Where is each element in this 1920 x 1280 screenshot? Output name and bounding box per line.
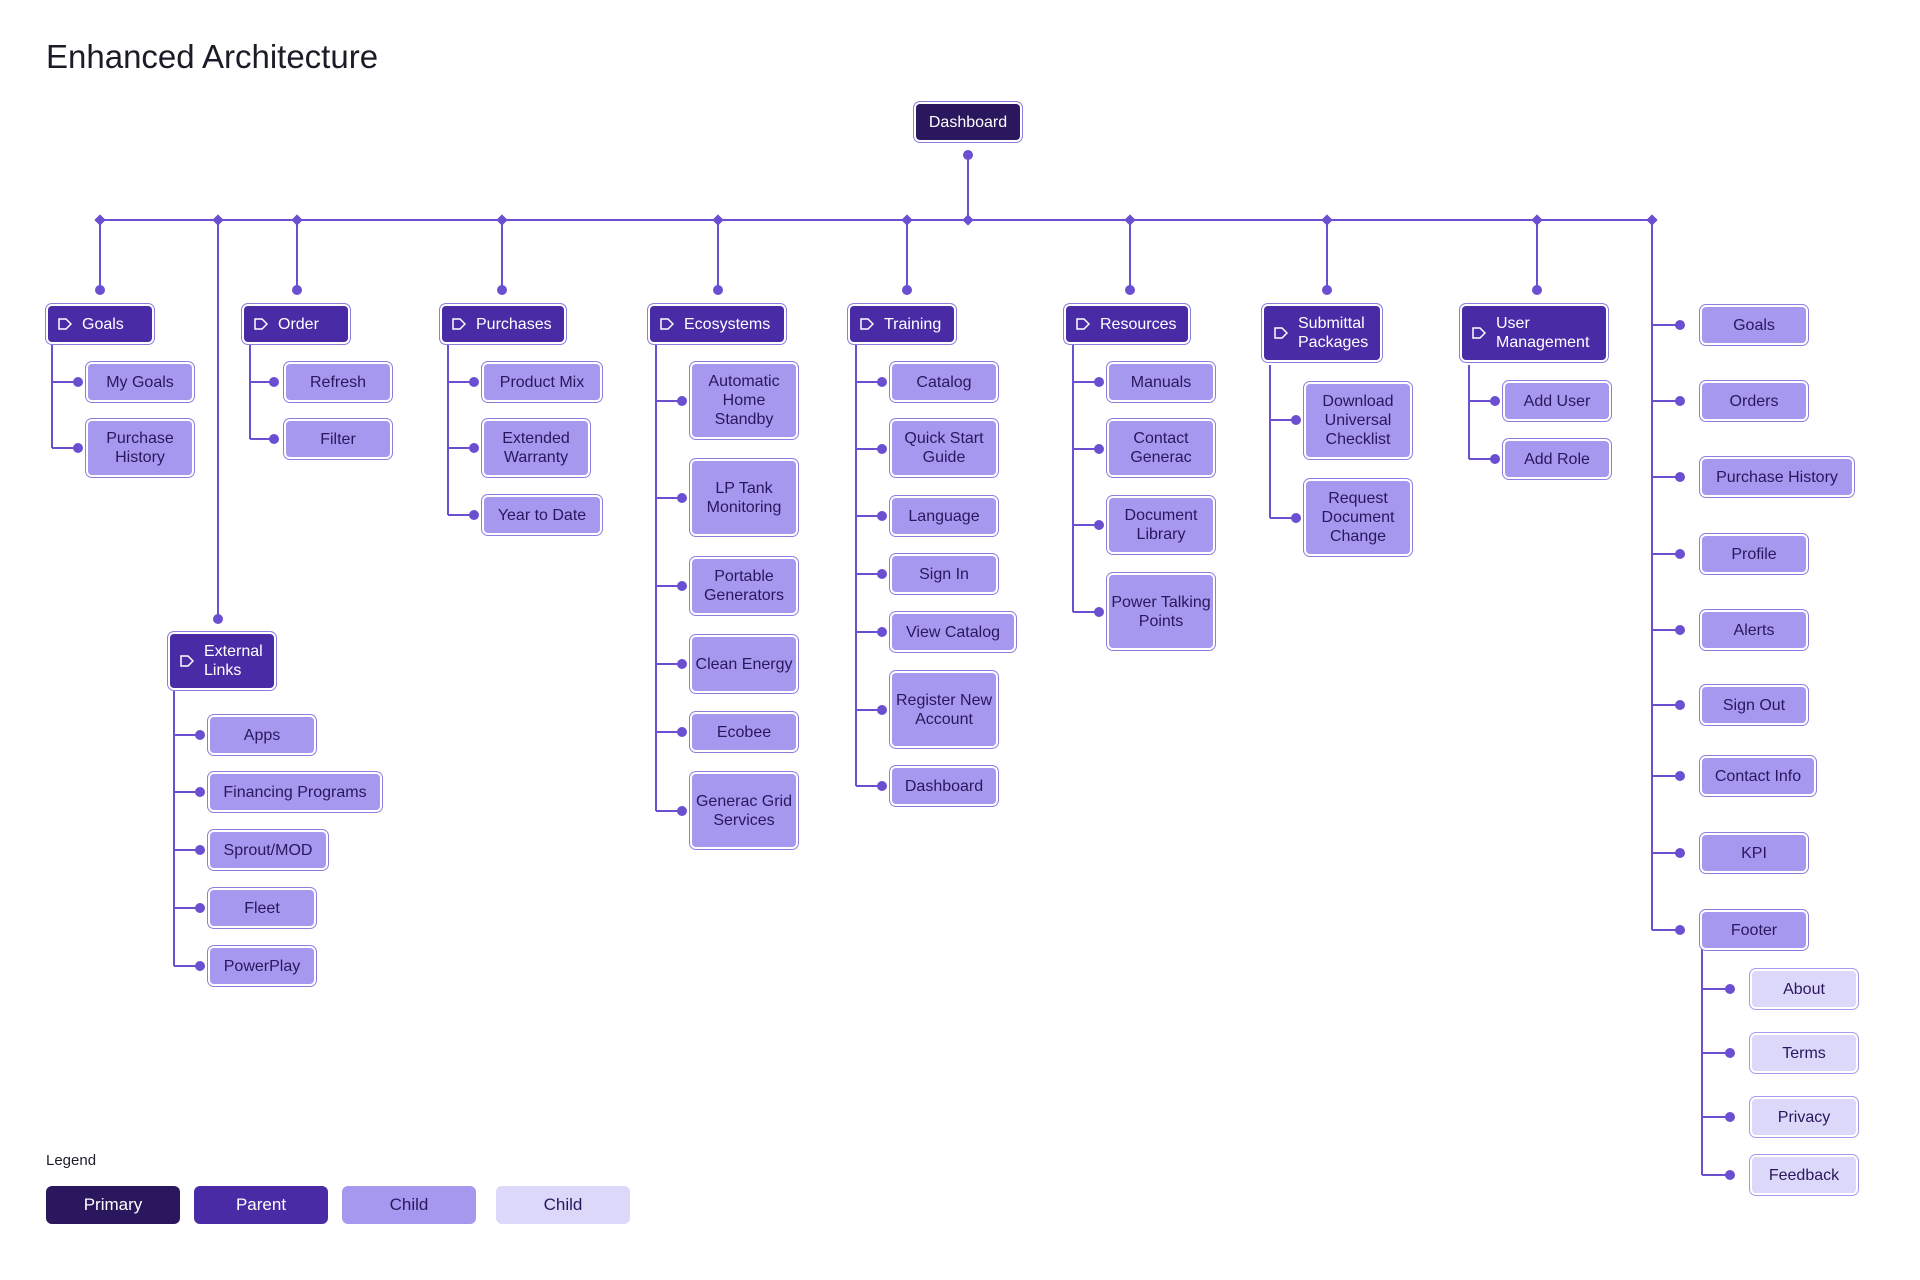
child-node[interactable]: Apps	[210, 717, 314, 753]
child-node-light[interactable]: Feedback	[1752, 1157, 1856, 1193]
child-node[interactable]: Purchase History	[1702, 459, 1852, 495]
child-node-light[interactable]: Privacy	[1752, 1099, 1856, 1135]
parent-node-goals[interactable]: Goals	[48, 306, 152, 342]
parent-node-external-links[interactable]: External Links	[170, 634, 274, 688]
child-node[interactable]: Year to Date	[484, 497, 600, 533]
child-node[interactable]: Sign Out	[1702, 687, 1806, 723]
child-node[interactable]: My Goals	[88, 364, 192, 400]
child-node[interactable]: Automatic Home Standby	[692, 364, 796, 437]
child-node[interactable]: PowerPlay	[210, 948, 314, 984]
child-node[interactable]: LP Tank Monitoring	[692, 461, 796, 534]
child-node[interactable]: Quick Start Guide	[892, 421, 996, 475]
child-node[interactable]: Ecobee	[692, 714, 796, 750]
child-node[interactable]: Footer	[1702, 912, 1806, 948]
parent-label: Ecosystems	[684, 315, 771, 333]
child-node[interactable]: Add Role	[1505, 441, 1609, 477]
parent-node-user-management[interactable]: User Management	[1462, 306, 1606, 360]
child-node[interactable]: Financing Programs	[210, 774, 380, 810]
root-node-dashboard[interactable]: Dashboard	[916, 104, 1020, 140]
child-node[interactable]: Portable Generators	[692, 559, 796, 613]
child-node[interactable]: Goals	[1702, 307, 1806, 343]
parent-label: External Links	[204, 643, 263, 679]
child-node[interactable]: Generac Grid Services	[692, 774, 796, 847]
child-node[interactable]: View Catalog	[892, 614, 1014, 650]
tag-icon	[58, 318, 72, 330]
parent-node-resources[interactable]: Resources	[1066, 306, 1188, 342]
child-node[interactable]: Refresh	[286, 364, 390, 400]
legend-child-light: Child	[496, 1186, 630, 1224]
tag-icon	[860, 318, 874, 330]
legend-child: Child	[342, 1186, 476, 1224]
page-title: Enhanced Architecture	[46, 38, 379, 75]
child-node[interactable]: Extended Warranty	[484, 421, 588, 475]
legend-parent: Parent	[194, 1186, 328, 1224]
child-node[interactable]: Alerts	[1702, 612, 1806, 648]
tag-icon	[180, 655, 194, 667]
tag-icon	[254, 318, 268, 330]
child-node[interactable]: Add User	[1505, 383, 1609, 419]
child-node[interactable]: Catalog	[892, 364, 996, 400]
child-node[interactable]: Product Mix	[484, 364, 600, 400]
child-node[interactable]: Purchase History	[88, 421, 192, 475]
child-node[interactable]: Document Library	[1109, 498, 1213, 552]
child-node[interactable]: Contact Info	[1702, 758, 1814, 794]
tag-icon	[660, 318, 674, 330]
parent-label: Order	[278, 315, 319, 333]
child-node[interactable]: Request Document Change	[1306, 481, 1410, 554]
legend-primary: Primary	[46, 1186, 180, 1224]
child-node[interactable]: Sign In	[892, 556, 996, 592]
child-node[interactable]: Dashboard	[892, 768, 996, 804]
child-node[interactable]: Profile	[1702, 536, 1806, 572]
child-node[interactable]: Manuals	[1109, 364, 1213, 400]
child-node[interactable]: Orders	[1702, 383, 1806, 419]
child-node[interactable]: Register New Account	[892, 673, 996, 746]
legend-title: Legend	[46, 1152, 97, 1169]
tag-icon	[1274, 327, 1288, 339]
parent-label: User Management	[1496, 315, 1590, 351]
child-node[interactable]: Contact Generac	[1109, 421, 1213, 475]
tag-icon	[452, 318, 466, 330]
parent-label: Purchases	[476, 315, 552, 333]
parent-node-training[interactable]: Training	[850, 306, 954, 342]
parent-label: Resources	[1100, 315, 1177, 333]
parent-node-purchases[interactable]: Purchases	[442, 306, 564, 342]
parent-label: Training	[884, 315, 942, 333]
child-node[interactable]: Language	[892, 498, 996, 534]
child-node-light[interactable]: About	[1752, 971, 1856, 1007]
parent-node-order[interactable]: Order	[244, 306, 348, 342]
parent-node-ecosystems[interactable]: Ecosystems	[650, 306, 784, 342]
child-node-light[interactable]: Terms	[1752, 1035, 1856, 1071]
parent-label: Goals	[82, 315, 124, 333]
child-node[interactable]: Sprout/MOD	[210, 832, 326, 868]
child-node[interactable]: Power Talking Points	[1109, 575, 1213, 648]
parent-node-submittal-packages[interactable]: Submittal Packages	[1264, 306, 1380, 360]
child-node[interactable]: Download Universal Checklist	[1306, 384, 1410, 457]
tag-icon	[1472, 327, 1486, 339]
parent-label: Submittal Packages	[1298, 315, 1369, 351]
child-node[interactable]: Clean Energy	[692, 637, 796, 691]
child-node[interactable]: KPI	[1702, 835, 1806, 871]
tag-icon	[1076, 318, 1090, 330]
child-node[interactable]: Fleet	[210, 890, 314, 926]
child-node[interactable]: Filter	[286, 421, 390, 457]
